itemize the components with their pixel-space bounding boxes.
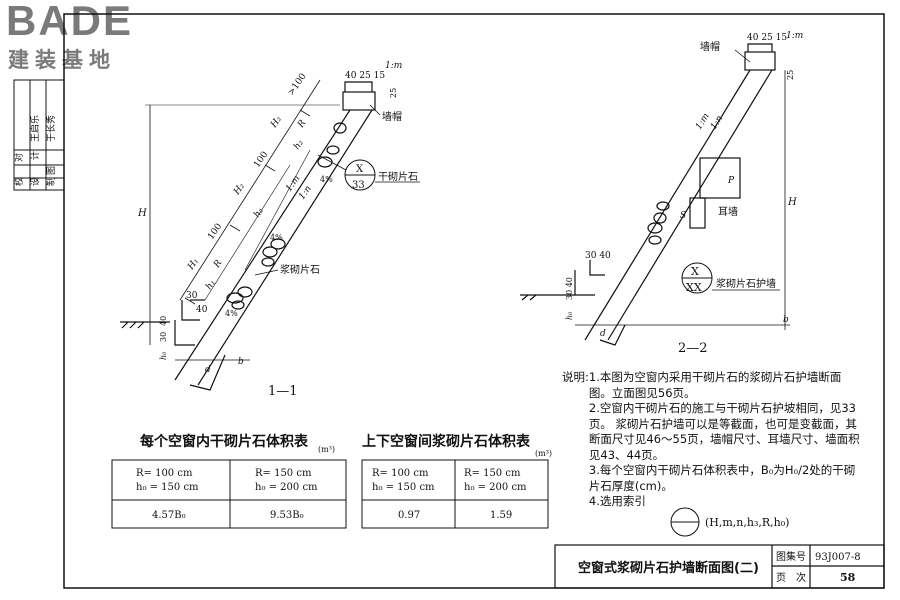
- s2-cap-dims: 40 25 15: [747, 33, 787, 43]
- s2-callout-bottom: XX: [686, 281, 702, 294]
- section-2-2-labels: 40 25 15 1:m 墙帽 25 1:m 1:n P S 耳墙 H 30 4…: [565, 31, 803, 356]
- s1-dim-R-top: R: [296, 118, 309, 130]
- s1-callout-bottom: 33: [352, 180, 365, 191]
- note-1: 1.本图为空窗内采用干砌片石的浆砌片石护墙断面图。立面图见56页。: [588, 370, 842, 400]
- table2-h2-h0: h₀ = 200 cm: [464, 482, 527, 493]
- sign-check: 校: [13, 177, 25, 186]
- s1-slope-4pct-3: 4%: [225, 309, 238, 318]
- titleblock-title: 空窗式浆砌片石护墙断面图(二): [578, 560, 759, 576]
- s1-dim-H2-top: H₂: [269, 114, 285, 130]
- signature-strip: 校 对 设 计 制 图 王启乐 于长秀: [13, 79, 65, 191]
- s2-callout-top: X: [691, 265, 699, 278]
- s2-dim-P: P: [727, 176, 735, 186]
- s1-cap-25: 25: [389, 88, 398, 98]
- table1-unit: (m³): [318, 445, 335, 454]
- notes-heading: 说明:: [562, 370, 589, 384]
- table1-h1-r: R= 100 cm: [136, 468, 193, 479]
- titleblock-page-value: 58: [840, 571, 856, 584]
- s2-callout-label: 浆砌片石护墙: [716, 277, 776, 290]
- sign-name-2: 于长秀: [45, 115, 57, 142]
- notes-block: 说明: 1.本图为空窗内采用干砌片石的浆砌片石护墙断面图。立面图见56页。 2.…: [562, 370, 862, 510]
- brand-logo: BADE: [6, 0, 134, 44]
- s1-dim-h2-top: h₂: [292, 138, 306, 152]
- note-3: 3.每个空窗内干砌片石体积表中，B₀为H₀/2处的干砌片石厚度(cm)。: [588, 463, 856, 493]
- s1-dim-40b: 40: [159, 316, 168, 326]
- s1-dim-H2-mid: H₂: [232, 181, 248, 197]
- section-1-1-drawing: [120, 79, 420, 391]
- section-2-2-drawing: [520, 43, 790, 346]
- table2-h2-r: R= 150 cm: [464, 468, 521, 479]
- s2-slope-m: 1:m: [694, 112, 712, 132]
- table2-h1-r: R= 100 cm: [372, 468, 429, 479]
- sign-name-1: 王启乐: [29, 115, 41, 142]
- table1-v1: 4.57B₀: [152, 510, 186, 521]
- s1-dim-H: H: [137, 208, 147, 219]
- table-grids: [111, 459, 549, 529]
- s2-label-cap: 墙帽: [700, 40, 720, 53]
- s1-dim-h2-mid: h₂: [252, 206, 266, 220]
- s2-label-earwall: 耳墙: [718, 205, 738, 218]
- index-symbol: [670, 507, 700, 537]
- sign-design: 设: [30, 177, 41, 186]
- index-formula: (H,m,n,h₃,R,h₀): [705, 516, 789, 529]
- table2-title: 上下空窗间浆砌片石体积表: [362, 433, 531, 450]
- table2-v1: 0.97: [398, 510, 420, 521]
- s1-label-mortar: 浆砌片石: [280, 263, 320, 276]
- note-2: 2.空窗内干砌片石的施工与干砌片石护坡相同，见33页。 浆砌片石护墙可以是等截面…: [588, 401, 860, 462]
- s2-dim-d: d: [600, 329, 606, 339]
- s2-dim-b: b: [783, 315, 789, 325]
- table1-v2: 9.53B₀: [270, 510, 304, 521]
- s1-dim-h0: h₀: [159, 351, 168, 360]
- title-block: [554, 544, 885, 589]
- s2-dim-h0: h₀: [565, 311, 574, 320]
- s1-callout-top: X: [356, 164, 364, 175]
- s2-dim-3040b: 30 40: [565, 277, 574, 300]
- s1-dim-d: d: [205, 365, 211, 375]
- s1-dim-R-low: R: [212, 258, 225, 270]
- table2-h1-h0: h₀ = 150 cm: [372, 482, 435, 493]
- table1-h2-r: R= 150 cm: [255, 468, 312, 479]
- s1-slope-4pct-2: 4%: [270, 233, 283, 242]
- titleblock-page-label: 页 次: [776, 571, 806, 584]
- sign-design-2: 计: [29, 151, 41, 160]
- s1-section-label: 1—1: [268, 384, 298, 399]
- sign-draw-2: 图: [46, 166, 57, 175]
- s1-cap-slope: 1:m: [385, 61, 402, 71]
- s1-dim-100-mid: 100: [206, 222, 224, 242]
- s2-dim-H: H: [787, 197, 797, 208]
- s1-callout-label: 干砌片石: [378, 170, 418, 183]
- table2-v2: 1.59: [490, 510, 512, 521]
- table2-unit: (m³): [535, 449, 552, 458]
- s1-label-cap: 墙帽: [382, 110, 402, 123]
- sign-check-2: 对: [13, 153, 25, 162]
- drawing-frame: [63, 13, 885, 589]
- s2-dim-S: S: [680, 211, 686, 221]
- table1-h1-h0: h₀ = 150 cm: [136, 482, 199, 493]
- table1-title: 每个空窗内干砌片石体积表: [140, 433, 309, 450]
- titleblock-atlas-label: 图集号: [776, 550, 806, 563]
- titleblock-atlas-value: 93J007-8: [815, 552, 861, 563]
- brand-subtitle: 建装基地: [8, 48, 116, 72]
- s2-slope-n: 1:n: [709, 114, 725, 132]
- s1-slope-m: 1:m: [284, 174, 302, 194]
- s2-cap-slope: 1:m: [786, 31, 803, 41]
- s2-section-label: 2—2: [678, 341, 708, 356]
- s1-dim-gt100: >100: [286, 72, 309, 98]
- s1-cap-dims: 40 25 15: [345, 71, 385, 81]
- note-4: 4.选用索引: [588, 494, 646, 508]
- s1-dim-b: b: [238, 357, 244, 367]
- s2-cap-25: 25: [786, 70, 795, 80]
- s2-dim-3040a: 30 40: [585, 251, 611, 261]
- s1-slope-4pct-1: 4%: [320, 175, 333, 184]
- table1-h2-h0: h₀ = 200 cm: [255, 482, 318, 493]
- s1-dim-40a: 40: [196, 305, 208, 315]
- section-1-1-labels: 40 25 15 1:m 25 >100 墙帽 H₂ R h₂ 100 1:m …: [137, 61, 418, 399]
- s1-dim-30a: 30: [186, 291, 198, 301]
- sign-draw: 制: [45, 177, 57, 186]
- s1-dim-h1: h₁: [204, 278, 218, 291]
- s1-dim-30b: 30: [159, 332, 168, 342]
